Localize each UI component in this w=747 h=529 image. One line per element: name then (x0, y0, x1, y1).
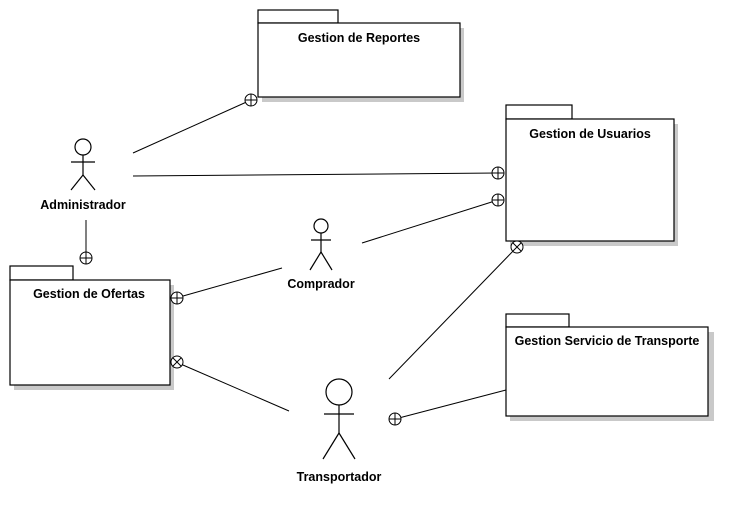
anchor-ofertas-transportador (170, 355, 184, 369)
package-label: Gestion de Ofertas (33, 287, 145, 301)
connector-admin-usuarios (132, 172, 499, 177)
connector-transportador-ofertas (175, 361, 290, 412)
connector-transportador-transporte (394, 389, 507, 420)
actor-label: Administrador (40, 198, 126, 212)
package-label: Gestion de Usuarios (529, 127, 651, 141)
anchor-ofertas-comprador (170, 291, 184, 305)
actor-transportador[interactable]: Transportador (297, 378, 382, 484)
connectors (85, 99, 517, 420)
package-gestion-usuarios[interactable]: Gestion de Usuarios (505, 104, 678, 246)
package-gestion-reportes[interactable]: Gestion de Reportes (257, 9, 464, 102)
connector-transportador-usuarios (388, 247, 517, 380)
actor-head-icon (325, 378, 353, 406)
package-label: Gestion Servicio de Transporte (515, 334, 700, 348)
actor-comprador[interactable]: Comprador (287, 218, 355, 291)
actor-label: Transportador (297, 470, 382, 484)
actor-head-icon (313, 218, 329, 234)
connector-comprador-ofertas (175, 267, 283, 299)
connector-admin-reportes (132, 99, 252, 154)
anchor-usuarios-admin (491, 166, 505, 180)
package-label: Gestion de Reportes (298, 31, 420, 45)
actor-head-icon (74, 138, 92, 156)
anchor-transporte (388, 412, 402, 426)
anchor-reportes (244, 93, 258, 107)
actor-label: Comprador (287, 277, 355, 291)
package-gestion-transporte[interactable]: Gestion Servicio de Transporte (505, 313, 714, 421)
package-gestion-ofertas[interactable]: Gestion de Ofertas (9, 265, 174, 390)
anchor-ofertas-admin (79, 251, 93, 265)
anchor-usuarios-transportador (510, 240, 524, 254)
connector-comprador-usuarios (361, 199, 499, 244)
actor-administrador[interactable]: Administrador (40, 138, 126, 212)
anchor-usuarios-comprador (491, 193, 505, 207)
